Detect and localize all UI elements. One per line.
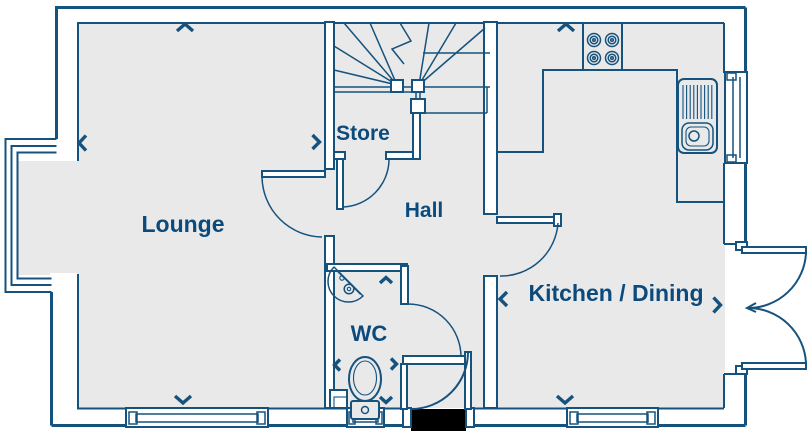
chevron-right-icon — [389, 357, 399, 371]
chevron-up-icon — [378, 275, 394, 285]
duct-boxing-icon — [329, 389, 348, 409]
wc-dimension-markers — [332, 275, 399, 405]
entrance-opening — [411, 409, 466, 431]
internal-walls — [324, 21, 498, 409]
sink-icon — [677, 78, 718, 154]
chevron-down-icon — [173, 394, 193, 406]
chevron-up-icon — [556, 21, 576, 33]
floor-area — [17, 22, 725, 408]
chevron-left-icon — [332, 358, 342, 372]
hall-label: Hall — [405, 199, 444, 222]
chevron-down-icon — [555, 394, 575, 406]
kitchen-dining-label: Kitchen / Dining — [528, 280, 703, 306]
chevron-right-icon — [712, 296, 723, 314]
bay-window-icon — [4, 138, 57, 293]
toilet-icon — [348, 356, 382, 420]
bay-window-floor — [17, 161, 78, 275]
stairs-icon — [333, 22, 490, 114]
front-door-swing-icon — [410, 351, 469, 410]
chevron-down-icon — [378, 395, 394, 405]
front-door — [400, 351, 475, 431]
corner-basin-icon — [327, 265, 365, 303]
chevron-right-icon — [311, 133, 322, 151]
kitchen-dimension-markers — [497, 21, 723, 406]
lounge-dimension-markers — [76, 21, 322, 406]
kitchen-door-icon — [496, 213, 562, 277]
chevron-left-icon — [497, 290, 509, 308]
chevron-up-icon — [175, 21, 195, 33]
kitchen-side-window-icon — [724, 71, 748, 164]
lounge-label: Lounge — [141, 211, 224, 237]
wc-label: WC — [351, 321, 388, 346]
lounge-door-icon — [261, 170, 326, 238]
store-door-icon — [336, 158, 390, 210]
stair-break-line — [390, 22, 413, 65]
entrance-canopy-icon — [402, 355, 471, 365]
kitchen-rear-window-icon — [566, 407, 659, 428]
chevron-left-icon — [76, 134, 88, 152]
lounge-rear-window-icon — [125, 407, 269, 428]
kitchen-worktop — [497, 69, 724, 203]
french-doors-icon — [735, 241, 807, 375]
wc-door-icon — [407, 303, 462, 358]
store-label: Store — [336, 122, 390, 145]
hob-icon — [582, 23, 623, 70]
